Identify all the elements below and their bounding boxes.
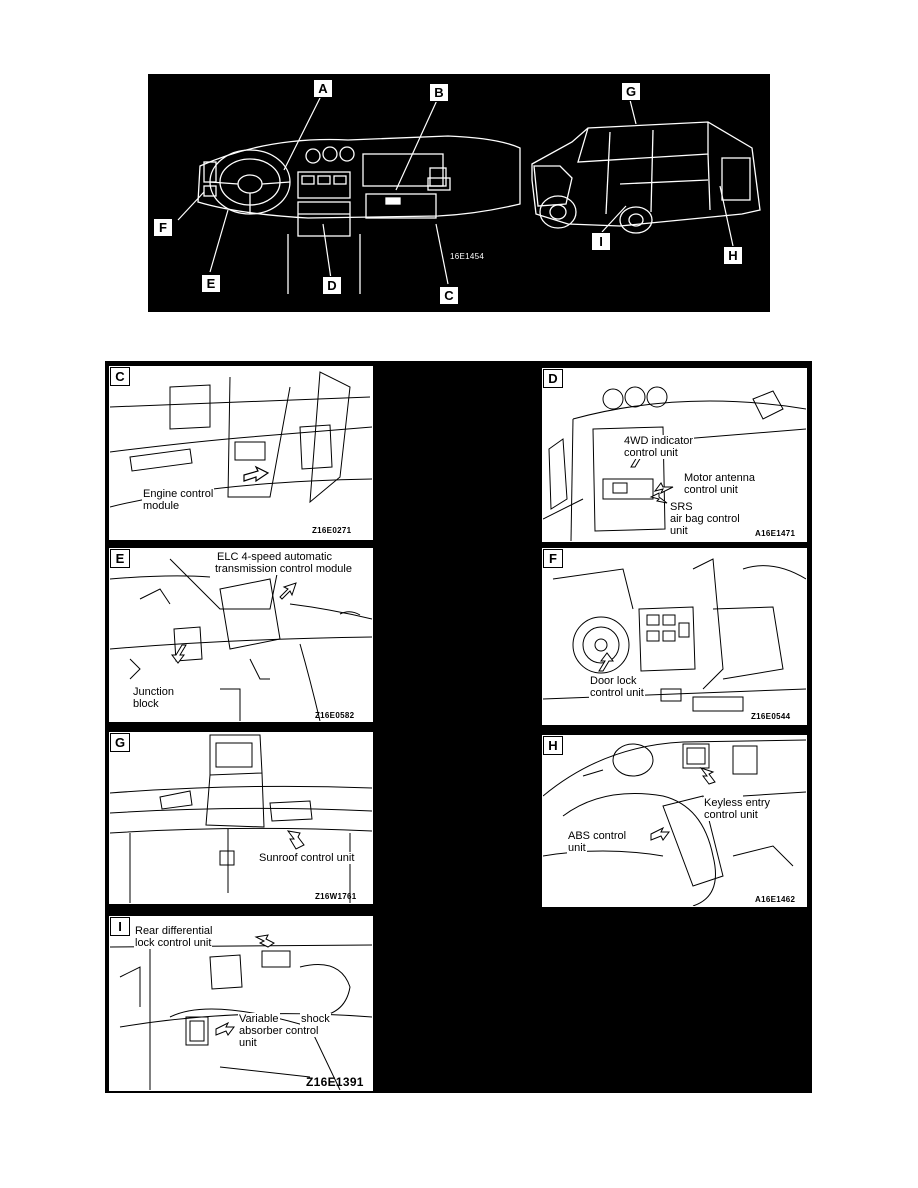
- panel-f-letter: F: [543, 549, 563, 568]
- callout-a: A: [313, 79, 333, 98]
- panel-d-label-2: control unit: [623, 447, 679, 459]
- panel-c-label-2: module: [142, 500, 181, 512]
- panel-g-label-1: Sunroof control unit: [258, 852, 356, 864]
- panel-c-drawing: [110, 371, 372, 508]
- panel-g-code: Z16W1761: [315, 892, 357, 901]
- panel-f-label-2: control unit: [589, 687, 645, 699]
- panel-e-code: Z16E0582: [315, 711, 355, 720]
- panel-i-label-3: Variable: [238, 1013, 280, 1025]
- panel-d-code: A16E1471: [755, 529, 796, 538]
- panel-d-label-7: unit: [669, 525, 689, 537]
- panel-e-letter: E: [110, 549, 130, 568]
- panel-h-letter: H: [543, 736, 563, 755]
- panel-i-code: Z16E1391: [306, 1075, 364, 1089]
- panel-c-letter: C: [110, 367, 130, 386]
- panel-e-label-2: transmission control module: [214, 563, 353, 575]
- panel-g: G Sunroof control unit Z16W1761: [109, 732, 373, 904]
- panel-g-drawing: [110, 734, 372, 903]
- panel-i-label-2: lock control unit: [134, 937, 213, 949]
- panel-i: I Rear differential lock control unit Va…: [109, 916, 373, 1091]
- panel-h-code: A16E1462: [755, 895, 796, 904]
- panel-d-letter: D: [543, 369, 563, 388]
- panel-f: F Door lock control unit Z16E0544: [542, 548, 807, 725]
- panel-e-label-4: block: [132, 698, 160, 710]
- callout-b: B: [429, 83, 449, 102]
- callout-c: C: [439, 286, 459, 305]
- overview-figure: 16E1454 A B F E D C G I H: [148, 74, 770, 312]
- callout-d: D: [322, 276, 342, 295]
- overview-drawing: [177, 93, 761, 294]
- panel-e-label-1: ELC 4-speed automatic: [216, 551, 333, 563]
- panel-h: H Keyless entry control unit ABS control…: [542, 735, 807, 907]
- panel-i-letter: I: [110, 917, 130, 936]
- panel-e-label-3: Junction: [132, 686, 175, 698]
- panel-i-label-6: unit: [238, 1037, 258, 1049]
- panel-h-label-3: ABS control: [567, 830, 628, 842]
- callout-f: F: [153, 218, 173, 237]
- panel-i-label-4: shock: [300, 1013, 331, 1025]
- panel-i-label-5: absorber control: [238, 1025, 320, 1037]
- panel-h-drawing: [543, 739, 806, 906]
- panel-d-label-5: SRS: [669, 501, 694, 513]
- panel-f-code: Z16E0544: [751, 712, 791, 721]
- panel-d-label-1: 4WD indicator: [623, 435, 695, 447]
- panel-d-label-3: Motor antenna: [683, 472, 756, 484]
- callout-i: I: [591, 232, 611, 251]
- callout-e: E: [201, 274, 221, 293]
- detail-sheet: C Engine control module Z16E0271 D: [105, 361, 812, 1093]
- panel-i-label-1: Rear differential: [134, 925, 214, 937]
- panel-d-label-4: control unit: [683, 484, 739, 496]
- panel-c-label-1: Engine control: [142, 488, 215, 500]
- panel-e: E ELC 4-speed automatic transmission con…: [109, 548, 373, 722]
- callout-h: H: [723, 246, 743, 265]
- panel-c-code: Z16E0271: [312, 526, 352, 535]
- panel-f-drawing: [543, 558, 806, 712]
- panel-e-drawing: [110, 558, 372, 721]
- panel-d: D 4WD indicator control unit Motor anten…: [542, 368, 807, 542]
- panel-h-label-2: control unit: [703, 809, 759, 821]
- overview-code: 16E1454: [450, 252, 485, 261]
- panel-h-label-1: Keyless entry: [703, 797, 772, 809]
- panel-g-letter: G: [110, 733, 130, 752]
- panel-d-label-6: air bag control: [669, 513, 741, 525]
- panel-h-label-4: unit: [567, 842, 587, 854]
- callout-g: G: [621, 82, 641, 101]
- panel-c: C Engine control module Z16E0271: [109, 366, 373, 540]
- panel-f-label-1: Door lock: [589, 675, 638, 687]
